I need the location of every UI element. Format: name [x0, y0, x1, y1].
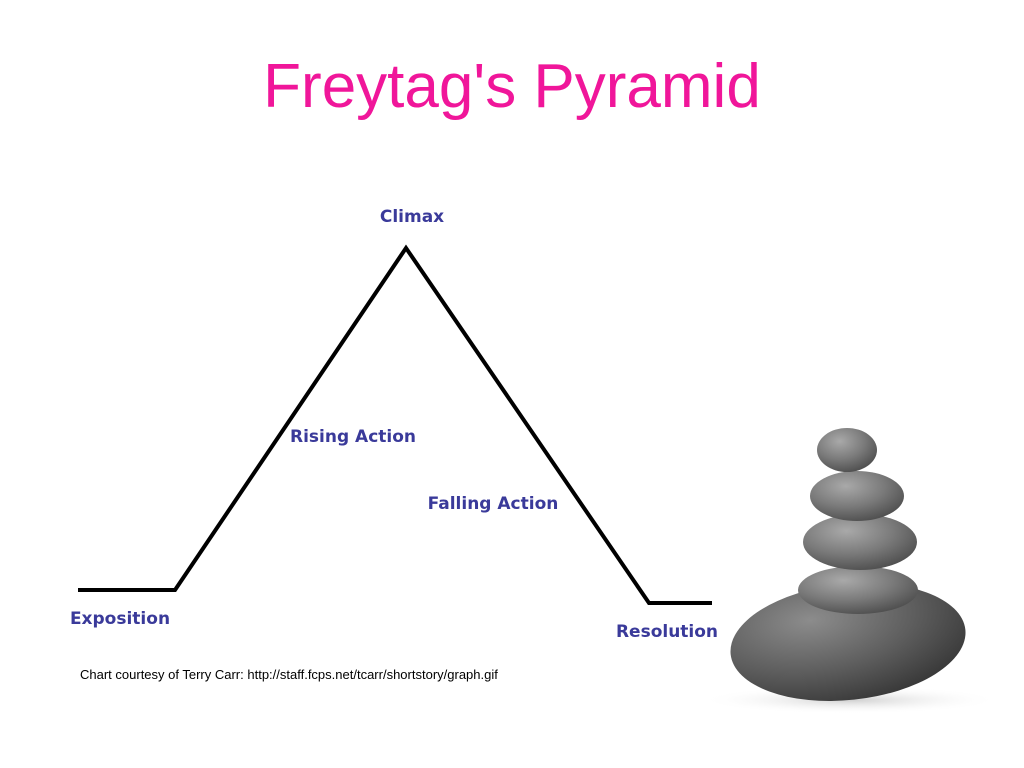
resolution-label: Resolution: [616, 622, 718, 642]
climax-label: Climax: [380, 207, 444, 227]
plot-line: [78, 244, 712, 605]
exposition-label: Exposition: [70, 609, 170, 629]
falling-action-label: Falling Action: [428, 494, 559, 514]
stacked-stones-image: [700, 428, 1000, 714]
chart-credit: Chart courtesy of Terry Carr: http://sta…: [80, 667, 498, 682]
slide-title: Freytag's Pyramid: [263, 52, 761, 121]
rising-action-label: Rising Action: [290, 427, 416, 447]
